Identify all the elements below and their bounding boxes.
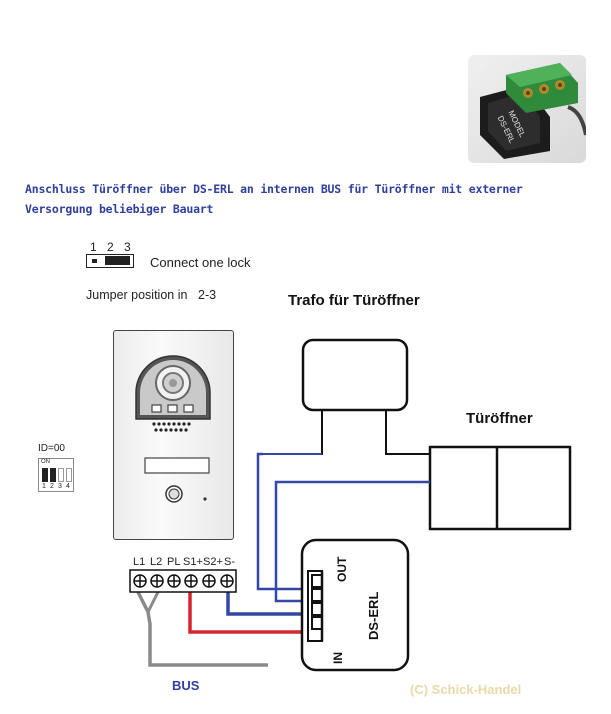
wire-blue-trafo [256,452,318,591]
dip-number-3: 3 [58,483,62,490]
dip-id-label: ID=00 [38,443,65,454]
door-station-panel [113,330,234,540]
terminal-label-s2: S2+ [203,556,223,568]
dip-number-1: 1 [42,483,46,490]
trafo-label: Trafo für Türöffner [288,292,420,309]
dip-switch-1 [42,468,48,482]
dip-number-4: 4 [66,483,70,490]
dip-switch-3 [58,468,64,482]
terminal-label-pl: PL [167,556,181,568]
ds-erl-box [300,538,410,672]
terminal-label-l1: L1 [133,556,146,568]
dip-on-label: ON [41,459,50,465]
jumper-number-2: 2 [107,240,114,254]
wire-gray-bus [136,582,268,667]
jumper-number-1: 1 [90,240,97,254]
wire-blue-s-minus [226,582,318,616]
jumper-pin-1 [92,259,97,263]
terminal-block [129,569,237,593]
module-in-label: IN [331,652,345,664]
title-line-1: Anschluss Türöffner über DS-ERL an inter… [25,182,523,196]
tueroeffner-box [428,445,572,531]
dip-switch-2 [50,468,56,482]
copyright-label: (C) Schick-Handel [410,682,522,697]
dip-number-2: 2 [50,483,54,490]
jumper-number-3: 3 [124,240,131,254]
terminal-label-s1: S1+ [183,556,203,568]
dip-switch-4 [66,468,72,482]
jumper-position-label: Jumper position in [86,288,188,302]
module-out-label: OUT [335,556,349,582]
title-line-2: Versorgung beliebiger Bauart [25,202,214,216]
trafo-box [301,338,409,412]
dip-switch: ON 1 2 3 4 [38,458,74,492]
bus-label: BUS [172,678,200,693]
terminal-label-s-minus: S- [224,556,235,568]
ds-erl-photo: MODEL DS-ERL [468,55,588,163]
tueroeffner-label: Türöffner [466,410,533,427]
jumper-caption: Connect one lock [150,255,251,270]
wire-blue-opener [274,480,430,603]
terminal-label-l2: L2 [150,556,163,568]
wire-red-s1 [188,582,318,634]
jumper-position-value: 2-3 [198,288,217,302]
module-name-label: DS-ERL [366,592,381,640]
jumper-block [86,254,134,268]
jumper-cap [105,256,130,265]
